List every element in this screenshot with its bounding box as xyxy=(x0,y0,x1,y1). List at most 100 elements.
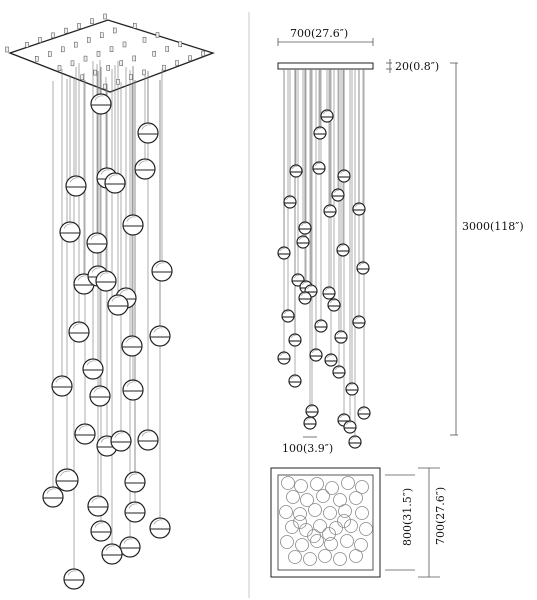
globe xyxy=(149,325,171,347)
canopy-stud xyxy=(113,27,117,34)
globe xyxy=(327,298,341,312)
plan-globe xyxy=(338,504,352,518)
globe xyxy=(352,315,366,329)
plan-globe xyxy=(349,549,363,563)
globe-highlight xyxy=(294,274,300,279)
globe-highlight xyxy=(284,310,290,315)
canopy-stud xyxy=(175,60,179,66)
plan-globe xyxy=(286,490,300,504)
globe xyxy=(122,379,144,401)
globe-highlight xyxy=(67,570,77,576)
globe-highlight xyxy=(77,275,87,281)
plan-globe xyxy=(337,514,351,528)
globe-outline xyxy=(277,246,291,260)
plan-globe xyxy=(349,491,363,505)
plan-globes xyxy=(279,476,373,566)
globe-highlight xyxy=(301,222,307,227)
globe-highlight xyxy=(114,432,124,438)
canopy-stud xyxy=(142,69,146,76)
globe xyxy=(337,169,351,183)
globe-highlight xyxy=(308,405,314,410)
globe-outline xyxy=(82,358,104,380)
globe xyxy=(277,351,291,365)
globe-highlight xyxy=(355,316,361,321)
ceiling-canopy xyxy=(8,19,215,93)
plan-globe xyxy=(303,552,317,566)
globe xyxy=(324,353,338,367)
globe xyxy=(303,416,317,430)
globe-outline xyxy=(134,158,156,180)
globe-highlight xyxy=(46,488,56,494)
globe xyxy=(86,232,108,254)
plan-globe xyxy=(300,493,314,507)
globe-highlight xyxy=(340,414,346,419)
globe-highlight xyxy=(128,503,138,509)
globe-outline xyxy=(107,294,129,316)
globe xyxy=(345,382,359,396)
globe-outline xyxy=(124,501,146,523)
globe-highlight xyxy=(60,470,70,477)
globe-outline xyxy=(356,261,370,275)
globe xyxy=(309,348,323,362)
perspective-view xyxy=(5,13,215,590)
globe-highlight xyxy=(99,272,109,278)
plan-globe xyxy=(313,519,327,533)
globe-highlight xyxy=(299,236,305,241)
globe-outline xyxy=(331,188,345,202)
plan-globe xyxy=(316,489,330,503)
plan-globe xyxy=(325,481,339,495)
plan-globe xyxy=(288,550,302,564)
canopy-stud xyxy=(116,79,120,85)
globe xyxy=(332,365,346,379)
globe xyxy=(151,260,173,282)
canopy-stud xyxy=(77,23,81,29)
globe-outline xyxy=(332,365,346,379)
plan-globe xyxy=(285,520,299,534)
plan-globe xyxy=(310,477,324,491)
canopy-stud xyxy=(93,69,97,76)
globe-outline xyxy=(59,221,81,243)
globe-outline xyxy=(90,520,112,542)
globe-outline xyxy=(298,291,312,305)
globe xyxy=(283,195,297,209)
globe xyxy=(137,122,159,144)
globe xyxy=(59,221,81,243)
globe xyxy=(101,543,123,565)
globe-outline xyxy=(68,321,90,343)
plan-view xyxy=(270,467,381,578)
overall-height-label: 3000(118″) xyxy=(462,220,524,233)
canopy-stud xyxy=(57,65,62,71)
globe xyxy=(281,309,295,323)
canopy-stud xyxy=(132,55,136,62)
globe-highlight xyxy=(323,110,329,115)
canopy-stud xyxy=(25,42,29,48)
globe-highlight xyxy=(91,267,101,273)
globe-outline xyxy=(303,416,317,430)
globe-outline xyxy=(42,486,64,508)
globe-outline xyxy=(87,495,109,517)
canopy-stud xyxy=(83,55,88,62)
globe xyxy=(312,161,326,175)
canopy-stud xyxy=(90,18,94,24)
globe-outline xyxy=(151,260,173,282)
globe-highlight xyxy=(302,281,308,286)
globe-outline xyxy=(323,204,337,218)
globe-outline xyxy=(352,202,366,216)
globe-outline xyxy=(305,404,319,418)
globe-highlight xyxy=(155,262,165,268)
globe-outline xyxy=(312,161,326,175)
globe-outline xyxy=(137,122,159,144)
canopy-stud xyxy=(96,51,101,57)
globe-highlight xyxy=(292,165,298,170)
canopy-stud xyxy=(51,32,55,39)
plan-globe xyxy=(329,521,343,535)
canopy-stud xyxy=(87,37,91,43)
globe-highlight xyxy=(346,421,352,426)
globe-outline xyxy=(357,406,371,420)
globe xyxy=(122,214,144,236)
globe-diameter-label: 100(3.9″) xyxy=(282,442,333,455)
globe xyxy=(134,158,156,180)
globe-outline xyxy=(95,270,117,292)
plan-globe xyxy=(310,534,324,548)
canopy-thickness-dimension: 20(0.8″) xyxy=(386,59,439,73)
